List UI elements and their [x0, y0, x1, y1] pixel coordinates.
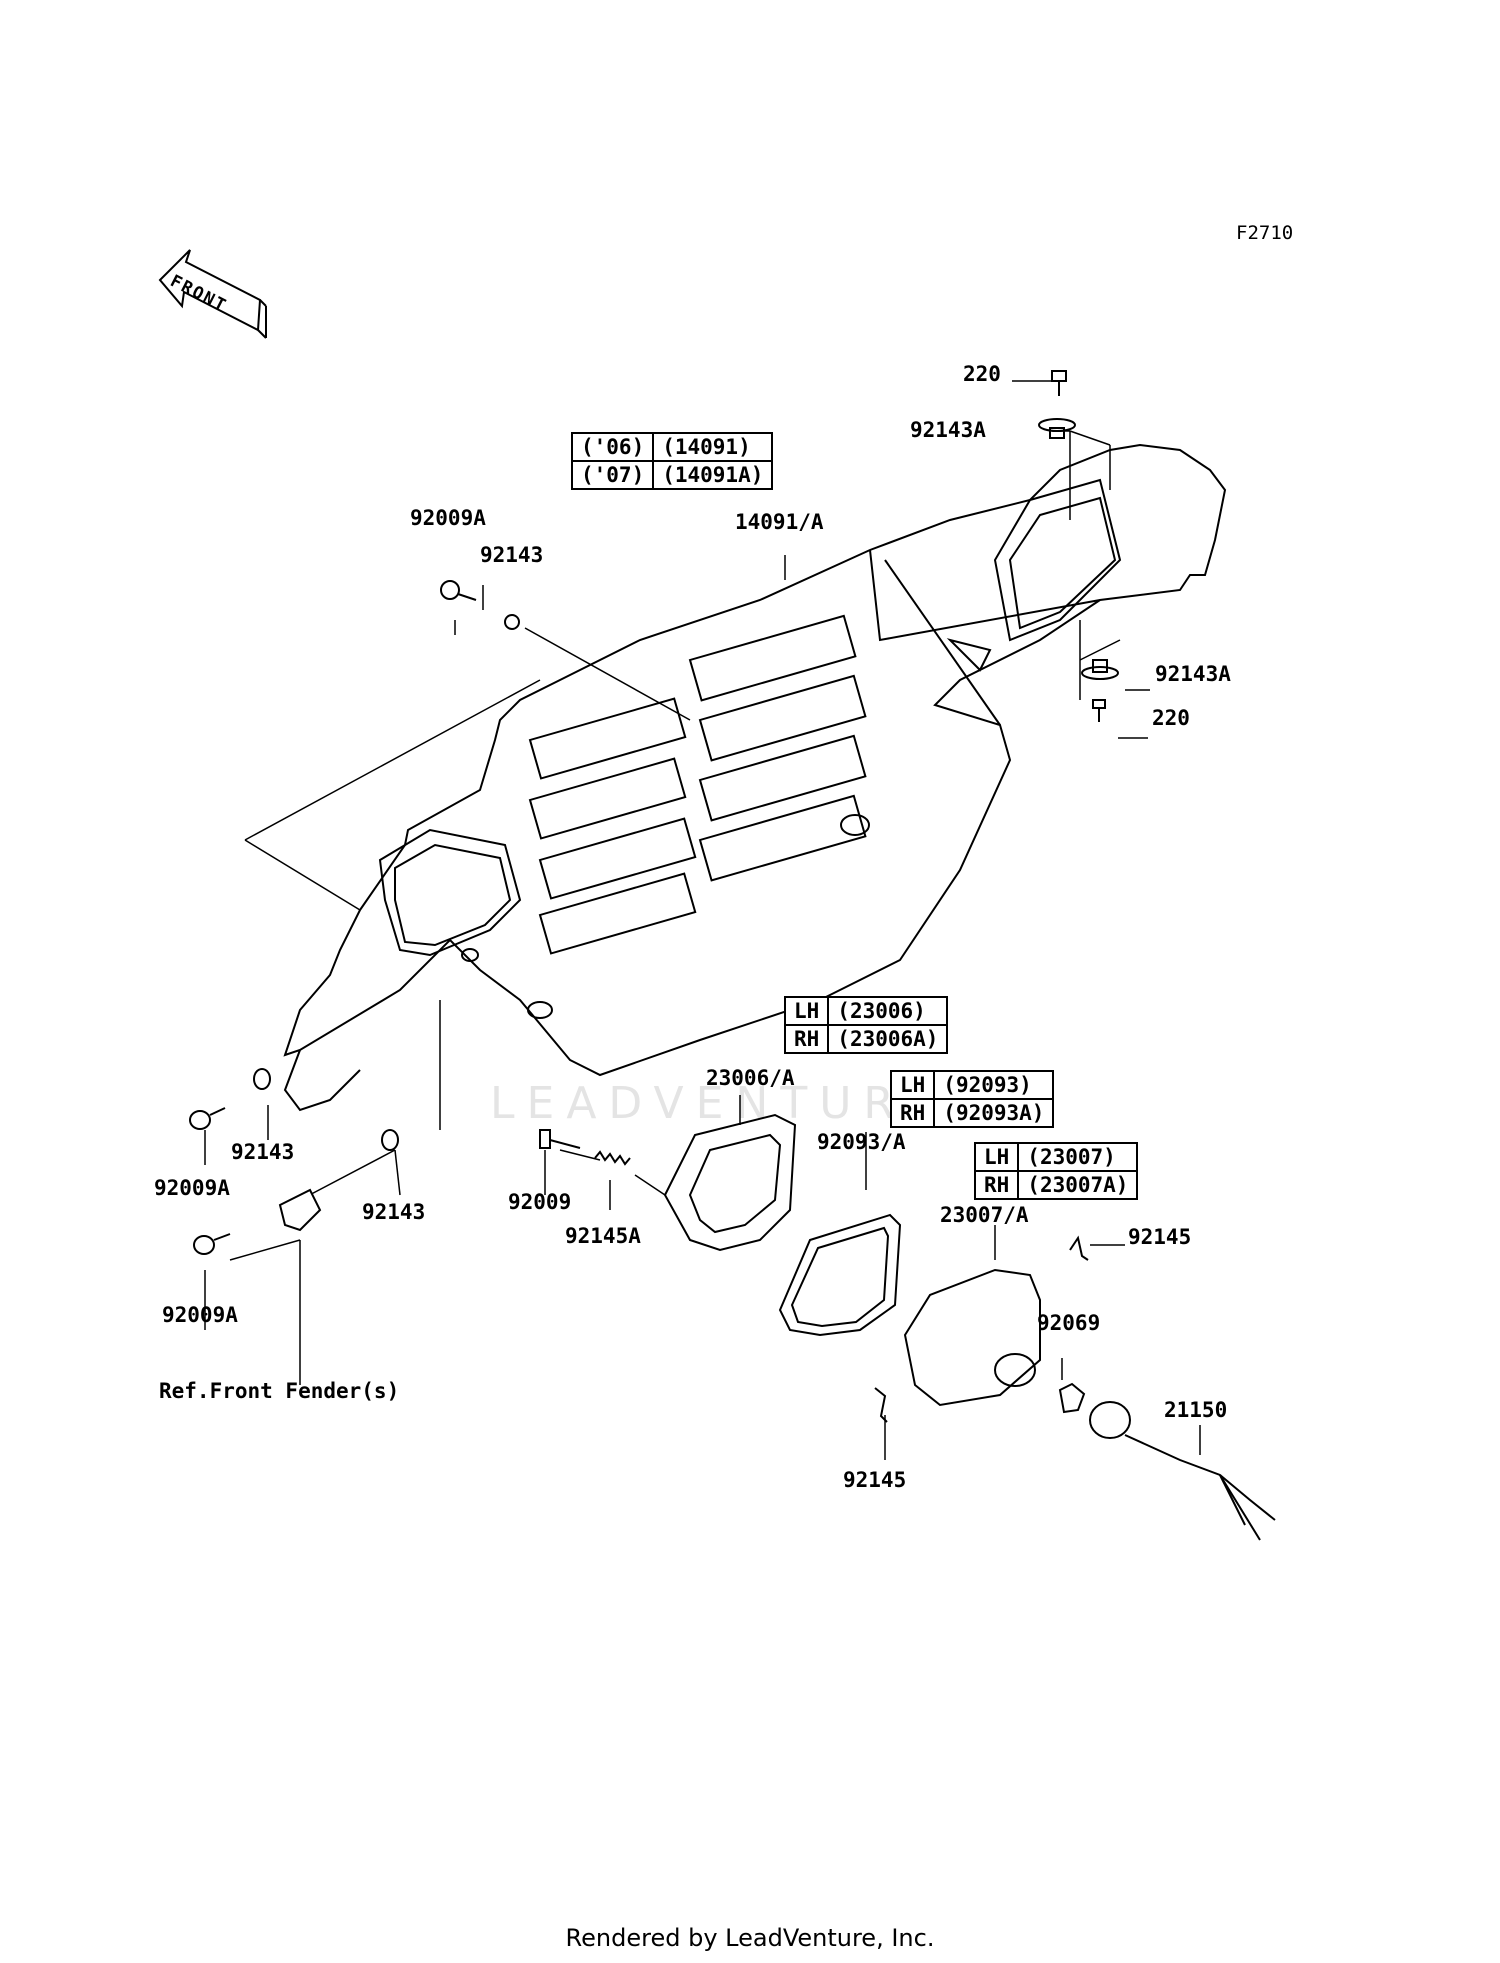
label-92143A-top: 92143A	[910, 418, 986, 442]
cell: LH	[973, 1142, 1020, 1172]
seal-92093	[778, 1213, 902, 1337]
label-92145-right: 92145	[1128, 1225, 1192, 1249]
table-23006: LH(23006) RH(23006A)	[783, 996, 949, 1054]
label-92143A-right: 92143A	[1155, 662, 1231, 686]
label-92145-bottom: 92145	[843, 1468, 907, 1492]
cell: ('06)	[570, 432, 655, 462]
cell: LH	[783, 996, 830, 1026]
label-92009: 92009	[508, 1190, 572, 1214]
fasteners	[189, 370, 1119, 1255]
label-92093A: 92093/A	[817, 1130, 906, 1154]
label-92143-mid: 92143	[362, 1200, 426, 1224]
label-92143-top: 92143	[480, 543, 544, 567]
watermark: LEADVENTURE	[490, 1078, 946, 1129]
label-14091A: 14091/A	[735, 510, 824, 534]
label-220-right: 220	[1152, 706, 1190, 730]
label-220-top: 220	[963, 362, 1001, 386]
label-92143-left: 92143	[231, 1140, 295, 1164]
cell: (23007A)	[1017, 1170, 1139, 1200]
table-23007: LH(23007) RH(23007A)	[973, 1142, 1139, 1200]
table-92093: LH(92093) RH(92093A)	[889, 1070, 1055, 1128]
figure-code: F2710	[1236, 222, 1294, 244]
cell: (23006)	[827, 996, 949, 1026]
cell: RH	[783, 1024, 830, 1054]
front-arrow-icon	[158, 249, 267, 339]
label-92009A-top: 92009A	[410, 506, 486, 530]
leader-lines	[204, 380, 1201, 1460]
label-92009A-left: 92009A	[154, 1176, 230, 1200]
label-92145A: 92145A	[565, 1224, 641, 1248]
label-92009A-bottom: 92009A	[162, 1303, 238, 1327]
cell: (14091A)	[652, 460, 774, 490]
label-92069: 92069	[1037, 1311, 1101, 1335]
cell: LH	[889, 1070, 936, 1100]
label-23006A: 23006/A	[706, 1066, 795, 1090]
headlight-rim-23006	[663, 1113, 797, 1252]
cell: (23006A)	[827, 1024, 949, 1054]
label-21150: 21150	[1164, 1398, 1228, 1422]
label-23007A: 23007/A	[940, 1203, 1029, 1227]
headlight-cover-14091	[283, 443, 1227, 1112]
table-14091: ('06)(14091) ('07)(14091A)	[570, 432, 774, 490]
cell: (92093)	[933, 1070, 1055, 1100]
cell: RH	[889, 1098, 936, 1128]
cell: (23007)	[1017, 1142, 1139, 1172]
cell: (92093A)	[933, 1098, 1055, 1128]
cell: ('07)	[570, 460, 655, 490]
label-ref-front-fender: Ref.Front Fender(s)	[159, 1379, 400, 1403]
cell: RH	[973, 1170, 1020, 1200]
footer: Rendered by LeadVenture, Inc.	[565, 1924, 935, 1952]
cell: (14091)	[652, 432, 774, 462]
headlight-unit-23007	[874, 1235, 1276, 1541]
